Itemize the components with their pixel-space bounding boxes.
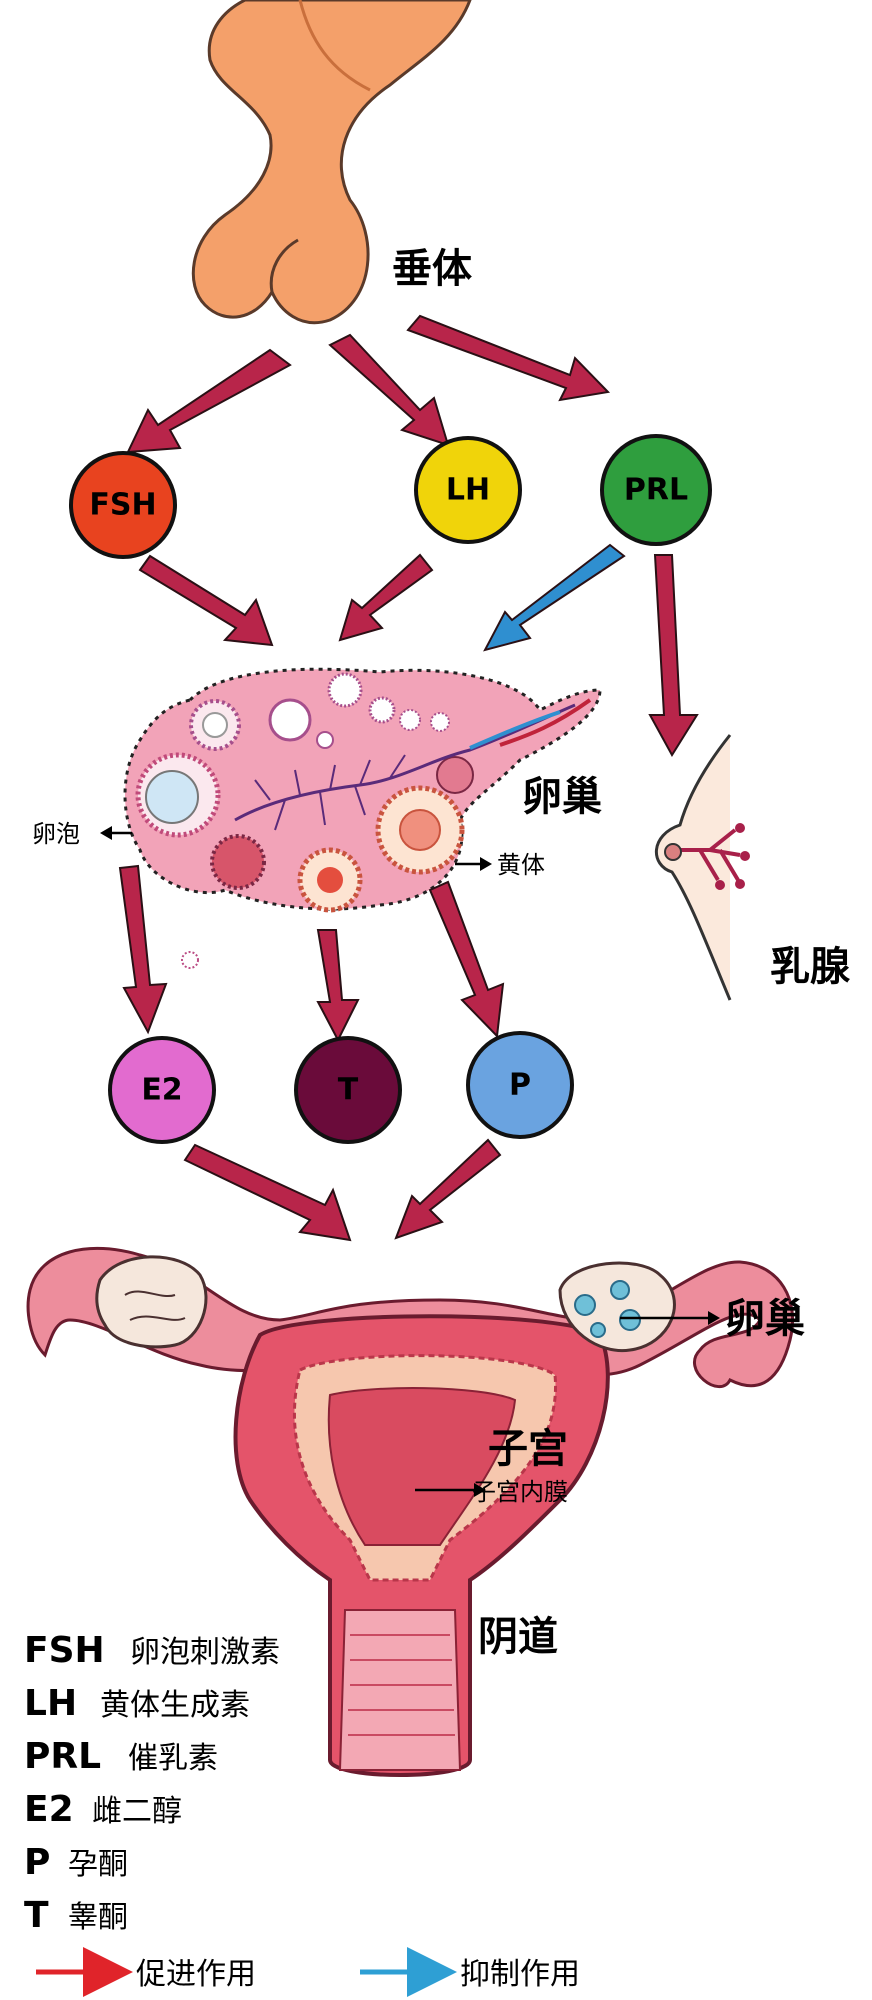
vagina-label: 阴道 (478, 1614, 558, 1660)
follicle-label: 卵泡 (32, 820, 80, 848)
prl-circle (600, 434, 712, 546)
arrow-ovary-t (316, 929, 360, 1043)
arrow-pituitary-lh (328, 333, 450, 447)
legend-value-lh: 黄体生成素 (100, 1688, 250, 1723)
lh-circle (414, 436, 522, 544)
legend-key-fsh: FSH (24, 1630, 105, 1671)
released-ovum (181, 951, 199, 969)
uterus-label: 子宫 (488, 1426, 568, 1472)
e2-circle (108, 1036, 216, 1144)
prl-label: PRL (624, 473, 688, 508)
ovary-label: 卵巢 (522, 774, 602, 820)
legend-value-fsh: 卵泡刺激素 (130, 1635, 280, 1670)
node-lh: LH (414, 436, 522, 544)
node-t: T (294, 1036, 402, 1144)
arrows-to-ovary (138, 543, 699, 757)
arrows-pituitary (126, 314, 611, 454)
legend-key-p: P (24, 1842, 50, 1883)
arrow-pituitary-prl (406, 314, 611, 402)
legend-value-prl: 催乳素 (128, 1741, 218, 1776)
arrows-to-uterus (183, 1138, 502, 1242)
node-p: P (466, 1031, 574, 1139)
legend-key-e2: E2 (24, 1789, 74, 1830)
endometrium-label: 子宫内膜 (472, 1478, 568, 1506)
ovary2-label: 卵巢 (725, 1296, 805, 1342)
t-label: T (338, 1073, 359, 1108)
arrow-fsh-ovary (138, 554, 274, 647)
p-circle (466, 1031, 574, 1139)
e2-label: E2 (141, 1073, 182, 1108)
legend-key-prl: PRL (24, 1736, 101, 1777)
fsh-circle (69, 451, 177, 559)
lh-label: LH (446, 473, 490, 508)
arrows-ovary-hormones (118, 864, 505, 1043)
node-e2: E2 (108, 1036, 216, 1144)
corpus-luteum-label: 黄体 (497, 851, 545, 879)
arrow-hormones-uterus-left (183, 1143, 352, 1242)
pituitary-gland (191, 0, 472, 325)
arrow-prl-mammary (648, 554, 699, 757)
mammary-gland (655, 734, 750, 1001)
node-fsh: FSH (69, 451, 177, 559)
legend-key-t: T (24, 1895, 49, 1936)
legend-value-p: 孕酮 (68, 1847, 128, 1882)
arrow-pituitary-fsh (126, 348, 292, 454)
arrow-ovary-e2 (118, 864, 168, 1035)
node-prl: PRL (600, 434, 712, 546)
arrow-legend: 促进作用 抑制作用 (36, 1947, 580, 1997)
promote-label: 促进作用 (136, 1957, 256, 1992)
legend-value-t: 睾酮 (68, 1900, 128, 1935)
p-label: P (509, 1068, 531, 1103)
pituitary-label: 垂体 (392, 246, 472, 292)
fsh-label: FSH (89, 488, 156, 523)
arrow-lh-ovary (338, 553, 434, 642)
legend: FSH 卵泡刺激素 LH 黄体生成素 PRL 催乳素 E2 雌二醇 P 孕酮 T… (24, 1630, 280, 1936)
legend-value-e2: 雌二醇 (92, 1794, 182, 1829)
ovary (123, 667, 602, 913)
legend-key-lh: LH (24, 1683, 77, 1724)
inhibit-label: 抑制作用 (460, 1957, 580, 1992)
t-circle (294, 1036, 402, 1144)
arrow-prl-ovary-inhibit (483, 543, 626, 652)
arrow-ovary-p (428, 880, 505, 1039)
mammary-label: 乳腺 (770, 944, 851, 990)
arrow-hormones-uterus-right (394, 1138, 502, 1240)
uterus (26, 1246, 795, 1777)
